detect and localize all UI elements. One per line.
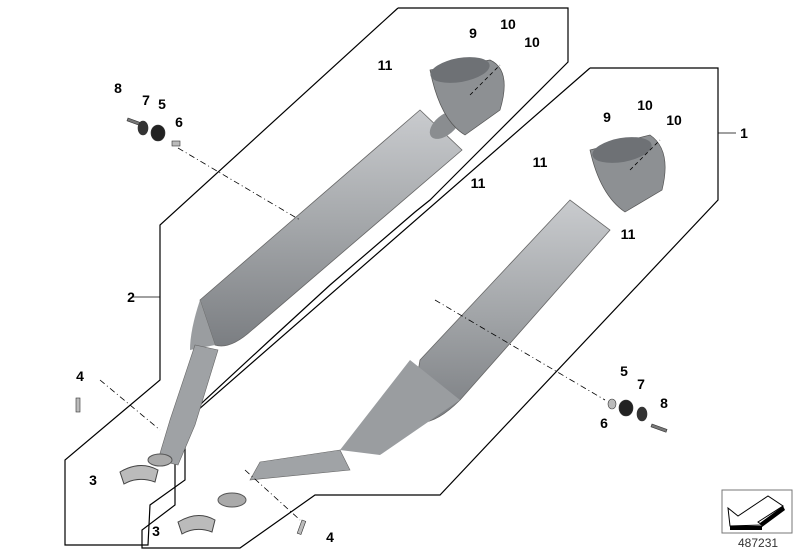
callout-top-end-cap: 9 — [469, 25, 477, 41]
callout-bottom-washer: 7 — [637, 376, 645, 392]
callout-top-bolt: 8 — [114, 80, 122, 96]
callout-bottom-rubber-mount: 5 — [620, 363, 628, 379]
callout-bottom-screw-top: 11 — [532, 154, 548, 170]
hardware — [75, 117, 668, 535]
leader-lines — [99, 64, 736, 521]
callout-bottom-bolt: 8 — [660, 395, 668, 411]
callout-bottom-screw-a: 10 — [637, 97, 653, 113]
direction-arrow-icon — [721, 489, 793, 534]
diagram-number: 487231 — [738, 536, 779, 550]
callout-assembly-1: 1 — [740, 125, 748, 141]
callout-top-stud: 4 — [76, 368, 84, 384]
callout-top-sleeve: 6 — [175, 114, 183, 130]
callout-top-screw-b: 10 — [524, 34, 540, 50]
callout-top-washer: 7 — [142, 92, 150, 108]
callout-assembly-2: 2 — [127, 289, 135, 305]
callout-top-screw-bottom: 11 — [470, 175, 486, 191]
callout-bottom-end-cap: 9 — [603, 109, 611, 125]
top-muffler — [119, 57, 505, 485]
callout-bottom-stud: 4 — [326, 529, 334, 545]
callout-top-rubber-mount: 5 — [158, 96, 166, 112]
callout-bottom-screw-b: 10 — [666, 112, 682, 128]
bottom-muffler — [177, 134, 666, 535]
callout-bottom-clamp: 3 — [152, 523, 160, 539]
group-1-outline — [141, 67, 719, 549]
callout-bottom-screw-bottom: 11 — [620, 226, 636, 242]
callout-top-clamp: 3 — [89, 472, 97, 488]
callout-bottom-sleeve: 6 — [600, 415, 608, 431]
callout-top-screw-a: 10 — [500, 16, 516, 32]
callout-top-screw-top: 11 — [377, 57, 393, 73]
